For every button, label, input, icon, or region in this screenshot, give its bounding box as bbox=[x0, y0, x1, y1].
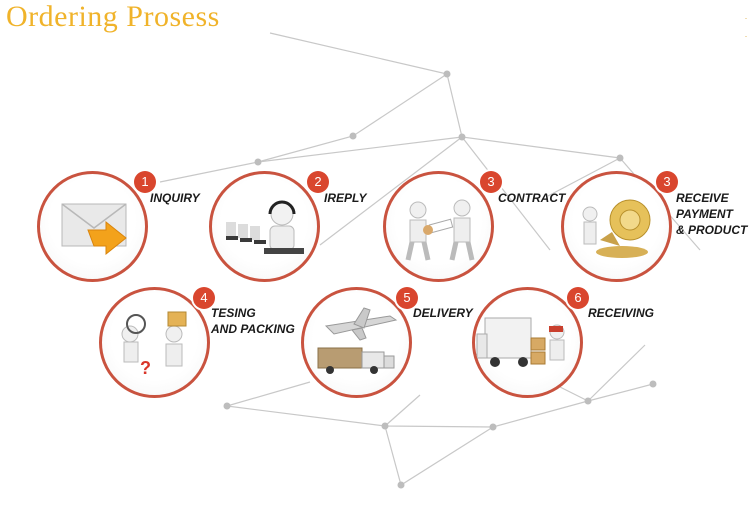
money-gold-icon bbox=[582, 199, 651, 258]
step-number-badge: 2 bbox=[307, 171, 329, 193]
step-label: INQUIRY bbox=[150, 191, 200, 205]
corner-mark: . bbox=[745, 12, 747, 21]
step-label: CONTRACT bbox=[498, 191, 566, 205]
corner-mark: . bbox=[745, 30, 747, 39]
step-label: TESING AND PACKING bbox=[211, 306, 295, 336]
page-title: Ordering Prosess bbox=[6, 0, 220, 33]
step-number-badge: 5 bbox=[396, 287, 418, 309]
step-number-badge: 6 bbox=[567, 287, 589, 309]
step-inquiry-circle bbox=[37, 171, 148, 282]
inspection-icon: ? bbox=[121, 311, 187, 378]
step-contract-circle bbox=[383, 171, 494, 282]
step-label: DELIVERY bbox=[413, 306, 473, 320]
step-number-badge: 3 bbox=[656, 171, 678, 193]
step-label: RECEIVE PAYMENT & PRODUCT bbox=[676, 191, 748, 237]
call-center-icon bbox=[226, 200, 304, 254]
handshake-figures-icon bbox=[405, 199, 475, 261]
step-reply-circle bbox=[209, 171, 320, 282]
step-number-badge: 3 bbox=[480, 171, 502, 193]
step-label: RECEIVING bbox=[588, 306, 655, 320]
step-delivery-circle bbox=[301, 287, 412, 398]
step-receiving-circle bbox=[472, 287, 583, 398]
step-number-badge: 4 bbox=[193, 287, 215, 309]
airplane-truck-icon bbox=[317, 307, 398, 374]
step-payment-circle bbox=[561, 171, 672, 282]
step-testing-circle: ? bbox=[99, 287, 210, 398]
step-label: IREPLY bbox=[324, 191, 367, 205]
envelope-icon bbox=[61, 203, 127, 256]
svg-text:?: ? bbox=[140, 358, 151, 378]
step-number-badge: 1 bbox=[134, 171, 156, 193]
truck-unloading-icon bbox=[476, 317, 565, 367]
